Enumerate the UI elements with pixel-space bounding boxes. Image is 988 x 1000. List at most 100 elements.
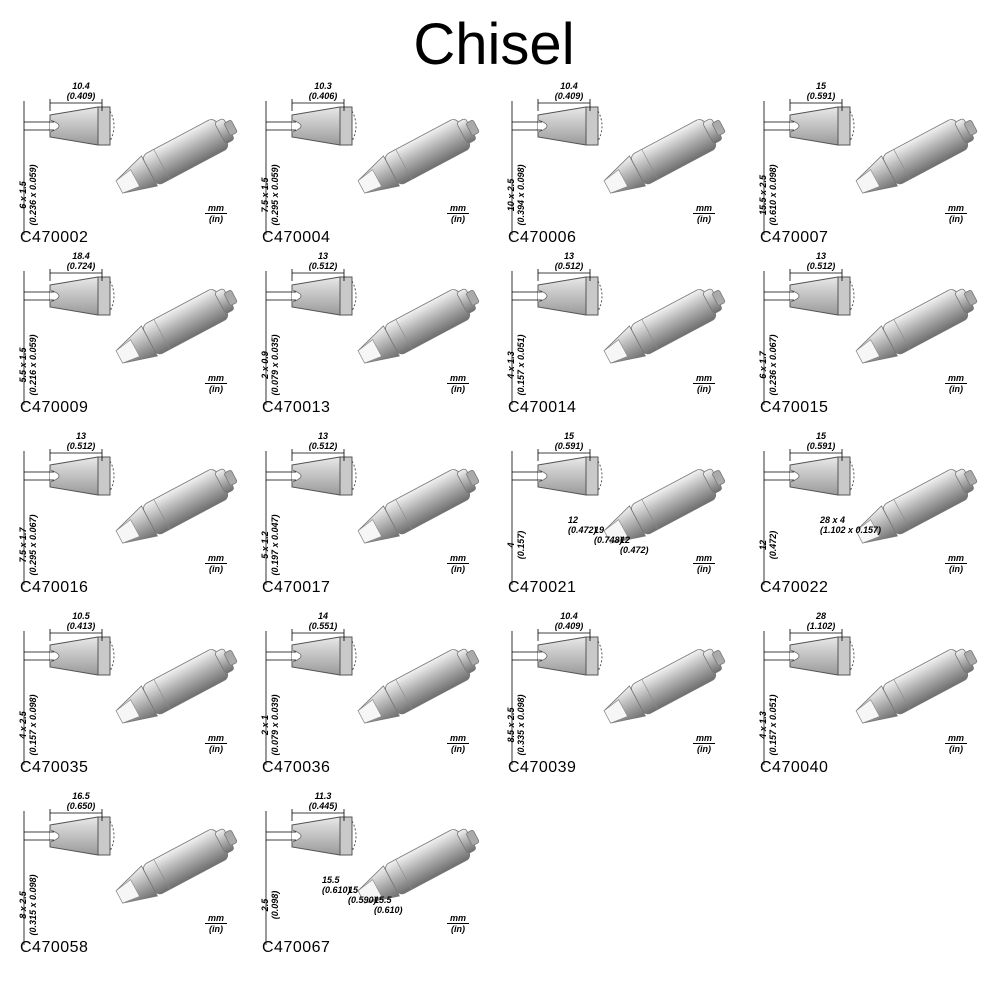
cross-section-in: (0.315 x 0.098) [28,874,38,936]
cross-section-in: (0.098) [270,890,280,920]
unit-in: (in) [697,744,711,754]
unit-legend: mm(in) [693,733,715,754]
cross-section-in: (0.394 x 0.098) [516,164,526,226]
length-mm-label: 10.4 [72,81,90,91]
extra-dim-mm: 15 [348,885,359,895]
length-mm-label: 10.4 [560,611,578,621]
unit-in: (in) [697,384,711,394]
tip-iso-view [855,118,978,194]
extra-dim-mm: 15.5 [374,895,392,905]
tip-card-C470007: 15(0.591)15.5 x 2.5(0.610 x 0.098)mm(in)… [758,81,988,270]
cross-section-in: (0.079 x 0.039) [270,694,280,756]
length-in-label: (0.724) [66,261,96,271]
tip-iso-view [603,648,726,724]
unit-in: (in) [451,924,465,934]
tip-drawing [763,449,978,585]
tip-iso-view [855,288,978,364]
tip-side-view [537,636,603,676]
unit-in: (in) [451,744,465,754]
unit-in: (in) [697,214,711,224]
tip-card-C470058: 16.5(0.650)8 x 2.5(0.315 x 0.098)mm(in)C… [18,791,260,980]
length-in-label: (0.409) [66,91,96,101]
cross-section-in: (0.610 x 0.098) [768,164,778,226]
cross-section-in: (0.295 x 0.067) [28,514,38,576]
length-mm-label: 14 [317,611,328,621]
tip-side-view [537,456,603,496]
length-in-label: (0.512) [806,261,836,271]
extra-dim-in: (0.610) [322,885,351,895]
tip-drawing [265,449,480,585]
cross-section-in: (0.236 x 0.059) [28,164,38,226]
tip-side-view [537,106,603,146]
unit-legend: mm(in) [693,203,715,224]
tip-drawing [763,269,978,405]
tip-card-C470035: 10.5(0.413)4 x 2.5(0.157 x 0.098)mm(in)C… [18,611,260,800]
tip-code: C470039 [508,759,577,776]
extra-dim-mm: 15.5 [322,875,340,885]
dimension-lines [23,269,103,405]
length-mm-label: 15 [563,431,574,441]
tip-side-view [789,636,855,676]
unit-legend: mm(in) [945,733,967,754]
unit-legend: mm(in) [205,553,227,574]
unit-legend: mm(in) [447,733,469,754]
dimension-lines [763,449,843,585]
cross-section-mm: 5.5 x 1.5 [18,347,28,383]
tip-card-C470022: 15(0.591)12(0.472)28 x 4(1.102 x 0.157)m… [758,431,988,620]
cross-section-label: 10 x 2.5(0.394 x 0.098) [506,155,526,235]
tip-code: C470017 [262,579,331,596]
tip-iso-view [603,468,726,544]
unit-in: (in) [209,384,223,394]
extra-dim-in: (0.610) [374,905,403,915]
length-mm-label: 28 [815,611,826,621]
dimension-lines [511,99,591,235]
length-mm-label: 15 [815,81,826,91]
cross-section-in: (0.079 x 0.035) [270,334,280,396]
tip-iso-view [357,828,480,904]
extra-dim-mm: 19 [594,525,605,535]
tip-side-view [291,636,357,676]
tip-card-C470016: 13(0.512)7.5 x 1.7(0.295 x 0.067)mm(in)C… [18,431,260,620]
dimension-lines [23,449,103,585]
tip-iso-view [603,288,726,364]
tip-drawing [763,99,978,235]
cross-section-in: (0.216 x 0.059) [28,334,38,396]
unit-legend: mm(in) [945,553,967,574]
length-in-label: (0.445) [308,801,338,811]
cross-section-in: (0.157 x 0.051) [768,694,778,756]
unit-mm: mm [205,913,227,924]
tip-drawing [265,809,480,945]
cross-section-label: 2 x 1(0.079 x 0.039) [260,685,280,765]
cross-section-mm: 4 x 1.3 [758,711,768,739]
tip-card-C470039: 10.4(0.409)8.5 x 2.5(0.335 x 0.098)mm(in… [506,611,748,800]
tip-side-view [537,276,603,316]
length-in-label: (0.591) [806,91,836,101]
unit-legend: mm(in) [447,373,469,394]
unit-legend: mm(in) [945,373,967,394]
unit-mm: mm [447,733,469,744]
tip-side-view [291,276,357,316]
tip-side-view [291,456,357,496]
length-mm-label: 18.4 [72,251,90,261]
unit-in: (in) [451,214,465,224]
tip-code: C470036 [262,759,331,776]
length-in-label: (0.512) [554,261,584,271]
cross-section-mm: 4 x 1.3 [506,351,516,379]
tip-side-view [291,106,357,146]
tip-side-view [789,456,855,496]
tip-iso-view [357,288,480,364]
tip-drawing [23,99,238,235]
unit-mm: mm [945,203,967,214]
tip-code: C470016 [20,579,89,596]
cross-section-in: (0.157 x 0.098) [28,694,38,756]
tip-card-C470004: 10.3(0.406)7.5 x 1.5(0.295 x 0.059)mm(in… [260,81,502,270]
unit-mm: mm [205,373,227,384]
cross-section-label: 7.5 x 1.7(0.295 x 0.067) [18,505,38,585]
dimension-lines [763,629,843,765]
extra-dim-in: (0.748) [594,535,623,545]
tip-iso-view [115,468,238,544]
length-in-label: (0.551) [308,621,338,631]
tip-card-C470021: 15(0.591)4(0.157)12(0.472)19(0.748)12(0.… [506,431,748,620]
unit-mm: mm [693,373,715,384]
length-mm-label: 10.5 [72,611,90,621]
